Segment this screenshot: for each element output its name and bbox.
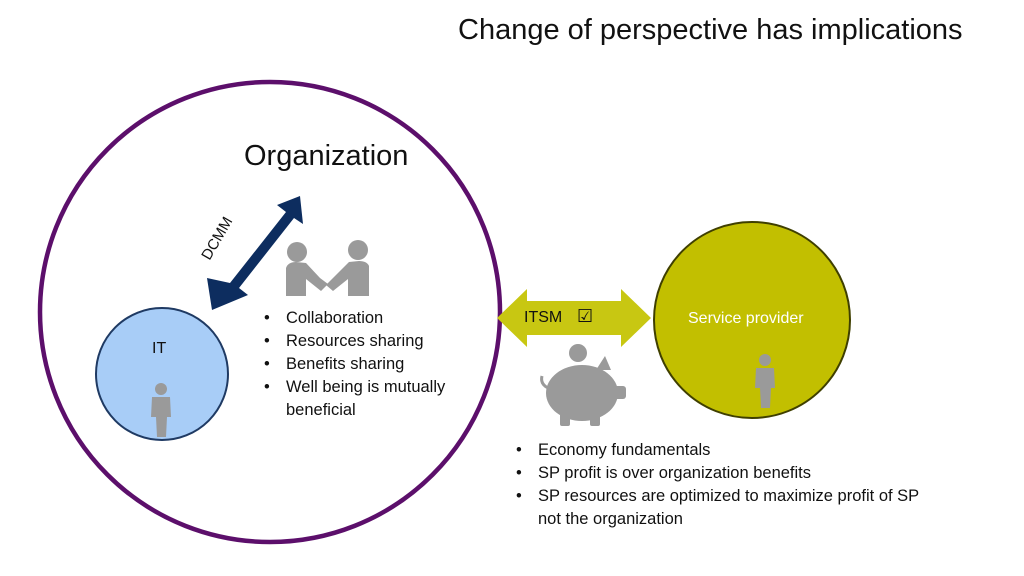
list-item: Collaboration — [262, 307, 477, 330]
list-item: Resources sharing — [262, 330, 477, 353]
piggy-bank-icon — [540, 344, 626, 426]
economy-list: Economy fundamentals SP profit is over o… — [514, 439, 934, 531]
list-item: SP profit is over organization benefits — [514, 462, 934, 485]
list-item: SP resources are optimized to maximize p… — [514, 485, 934, 531]
collaboration-list: Collaboration Resources sharing Benefits… — [262, 307, 477, 422]
itsm-label: ITSM — [524, 309, 563, 326]
it-label: IT — [152, 340, 167, 357]
organization-label: Organization — [244, 140, 409, 172]
person-icon — [151, 383, 171, 437]
person-icon — [755, 354, 775, 408]
list-item: Well being is mutually beneficial — [262, 376, 477, 422]
handshake-icon — [286, 240, 369, 296]
service-provider-label: Service provider — [688, 310, 804, 327]
page-title: Change of perspective has implications — [458, 14, 963, 46]
list-item: Economy fundamentals — [514, 439, 934, 462]
dcmm-arrow — [207, 196, 303, 310]
checkbox-icon: ☑ — [577, 306, 594, 326]
itsm-arrow — [497, 289, 651, 347]
service-provider-circle — [653, 221, 851, 419]
it-circle — [95, 307, 229, 441]
list-item: Benefits sharing — [262, 353, 477, 376]
